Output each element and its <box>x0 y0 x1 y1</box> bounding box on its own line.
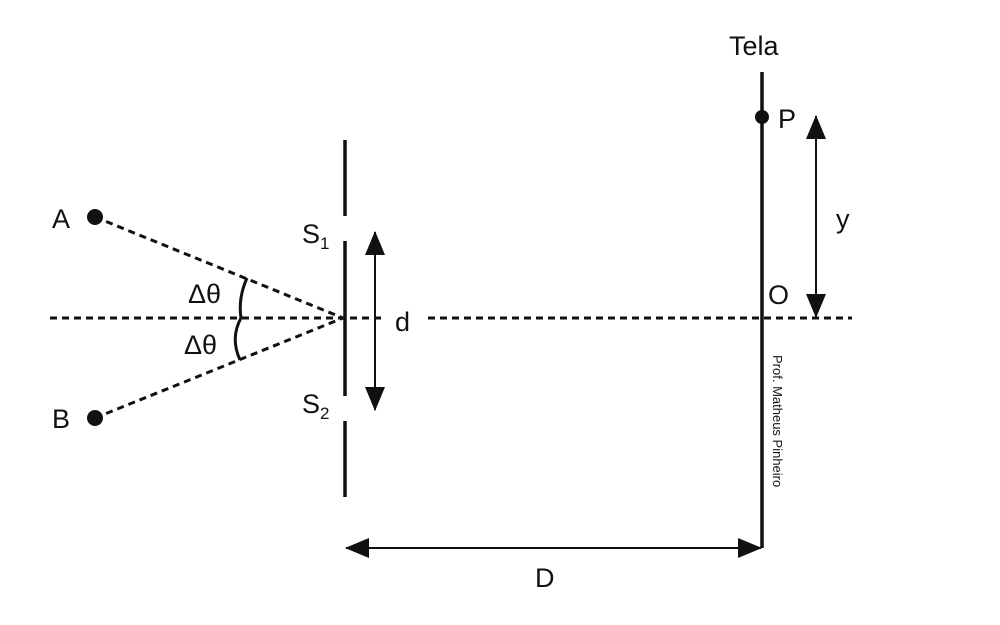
source-b-dot <box>87 410 103 426</box>
slit-1-subscript: 1 <box>320 234 329 253</box>
angle-arc-top <box>238 277 249 319</box>
distance-label: D <box>535 563 555 593</box>
height-label: y <box>836 204 850 234</box>
ray-a <box>94 215 344 320</box>
author-watermark: Prof. Matheus Pinheiro <box>770 355 785 487</box>
angle-arc-bottom <box>233 317 243 361</box>
source-a-label: A <box>52 204 70 234</box>
ray-b <box>94 316 344 420</box>
source-a-dot <box>87 209 103 225</box>
slit-1-label: S1 <box>302 219 329 253</box>
slit-1-letter: S <box>302 219 320 249</box>
source-b-label: B <box>52 404 70 434</box>
screen-label: Tela <box>729 31 780 61</box>
origin-label: O <box>768 280 789 310</box>
point-p-dot <box>755 110 769 124</box>
point-p-label: P <box>778 104 796 134</box>
slit-2-letter: S <box>302 389 320 419</box>
angle-top-label: Δθ <box>188 279 221 309</box>
slit-2-label: S2 <box>302 389 329 423</box>
slit-2-subscript: 2 <box>320 404 329 423</box>
slit-separation-label: d <box>395 307 410 337</box>
angle-bottom-label: Δθ <box>184 330 217 360</box>
